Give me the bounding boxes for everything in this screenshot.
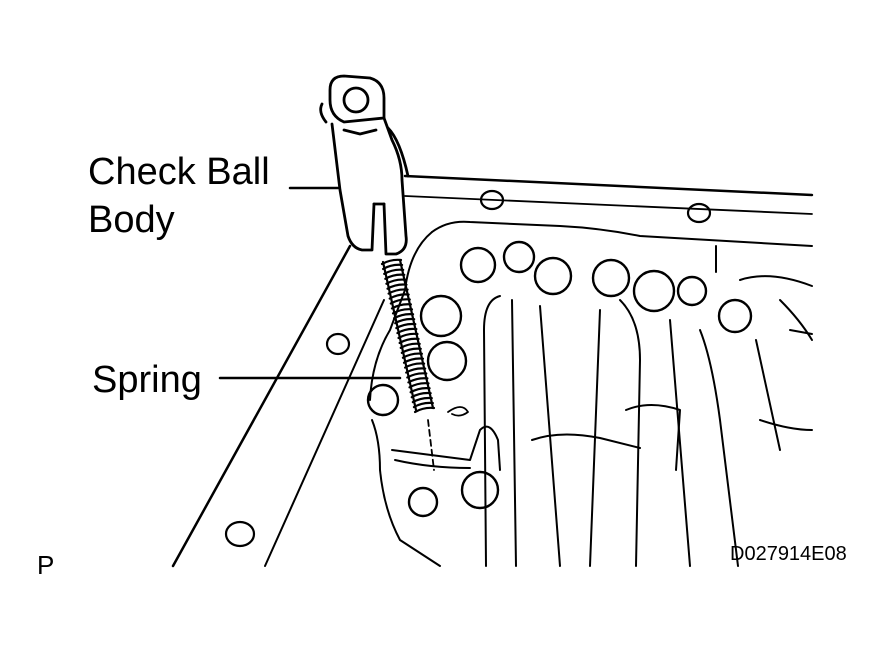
spring-coil-turn	[391, 308, 414, 315]
spring-coil-turn	[398, 337, 420, 345]
leader-lines	[218, 186, 402, 380]
spring-label: Spring	[92, 359, 202, 401]
spring-coil-turn	[389, 298, 411, 305]
spring-coil-turn	[390, 303, 412, 310]
check-ball-body-part	[319, 74, 410, 256]
valve-body-chambers	[371, 245, 813, 567]
spring-coil-turn	[383, 268, 405, 275]
plate-bolt-holes	[224, 189, 712, 548]
spring-coil-turn	[409, 387, 431, 394]
spring-seat	[427, 406, 469, 471]
check-ball-body-label-line1: Check Ball	[88, 151, 270, 193]
spring-coil-turn	[406, 372, 428, 379]
spring-coil-turn	[393, 313, 415, 320]
spring-coil-turn	[412, 401, 434, 409]
spring-coil-turn	[388, 293, 410, 300]
spring-coil-turn	[395, 322, 417, 330]
spring-coil-turn	[394, 317, 416, 325]
spring-coil-turn	[384, 273, 406, 280]
oil-passage-holes	[366, 240, 753, 518]
spring-coil-turn	[413, 406, 436, 414]
spring-coil-turn	[397, 332, 419, 340]
spring-coil-turn	[399, 342, 421, 349]
spring-coil-turn	[404, 362, 426, 369]
valve-body-plate	[171, 174, 814, 568]
spring-coil-turn	[385, 278, 407, 285]
coil-spring	[380, 258, 436, 414]
figure-code-label: D027914E08	[730, 543, 847, 565]
spring-coil-turn	[410, 391, 432, 399]
spring-coil-turn	[407, 377, 429, 384]
spring-coil-turn	[400, 347, 422, 354]
spring-coil-turn	[396, 327, 418, 335]
view-mark-label: P	[37, 550, 54, 580]
spring-coil-turn	[405, 367, 427, 374]
spring-coil-turn	[382, 263, 404, 271]
spring-coil-turn	[411, 396, 433, 404]
spring-coil-turn	[408, 382, 430, 389]
spring-coil-turn	[387, 288, 409, 295]
spring-coil-turn	[401, 352, 423, 359]
spring-coil-turn	[380, 258, 403, 266]
spring-coil-turn	[402, 357, 425, 364]
spring-coil-turn	[386, 283, 408, 290]
check-ball-body-label-line2: Body	[88, 199, 175, 241]
